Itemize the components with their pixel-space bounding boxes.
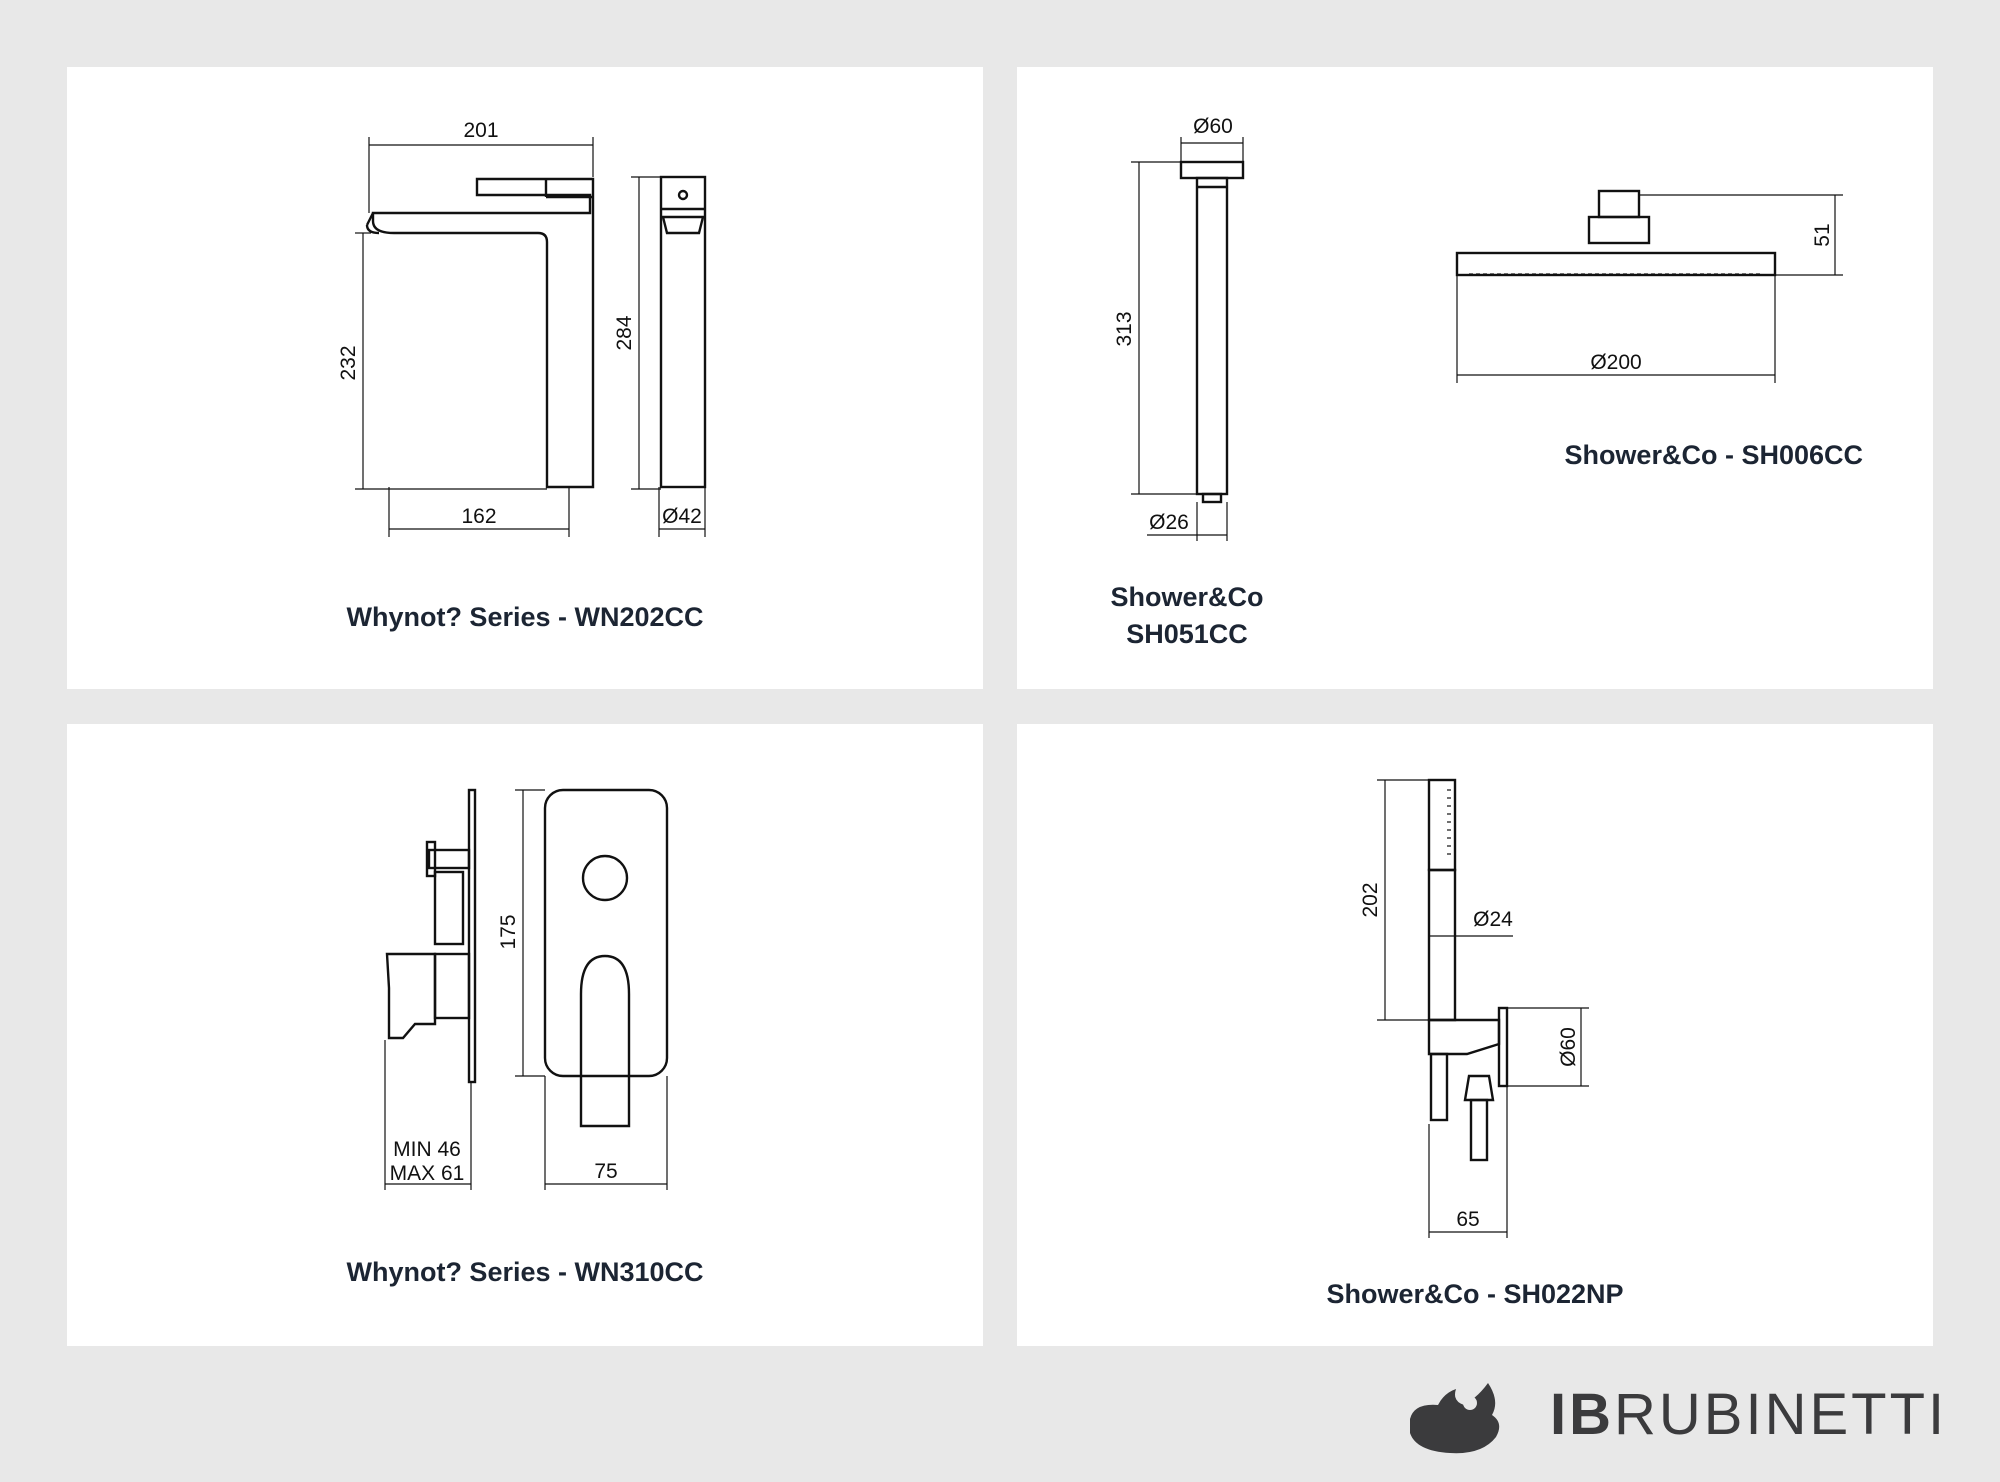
dim-depth-min: MIN 46 <box>393 1138 461 1161</box>
dim-head-dia: Ø200 <box>1590 351 1641 374</box>
dim-arm-length: 313 <box>1113 311 1136 346</box>
dim-head-height: 51 <box>1811 223 1834 246</box>
dim-height: 232 <box>337 345 360 380</box>
brand-logo: IBRUBINETTI <box>1400 1375 1960 1455</box>
product-card-wn310cc: 175 75 MIN 46 MAX 61 Whynot? Series - WN… <box>67 724 983 1346</box>
dim-arm-dia: Ø26 <box>1149 511 1189 534</box>
brand-name-bold: IB <box>1550 1382 1614 1447</box>
brand-wordmark: IBRUBINETTI <box>1550 1381 1947 1448</box>
dim-total-height: 284 <box>613 315 636 350</box>
product-card-sh022np: 202 Ø24 Ø60 65 Shower&Co - SH022NP <box>1017 724 1933 1346</box>
wn202cc-technical-drawing: 201 232 284 162 Ø42 <box>337 119 707 537</box>
dim-projection: 65 <box>1456 1208 1479 1231</box>
product-caption: Whynot? Series - WN202CC <box>346 602 704 632</box>
droplet-logo-icon <box>1410 1383 1500 1454</box>
product-card-shower: Ø60 313 Ø26 51 Ø200 Shower&Co - SH006CC … <box>1017 67 1933 689</box>
product-caption: Shower&Co - SH022NP <box>1326 1279 1624 1309</box>
dim-bracket-dia: Ø60 <box>1557 1027 1580 1067</box>
dim-width-top: 201 <box>463 119 498 142</box>
brand-name-rest: RUBINETTI <box>1614 1382 1948 1447</box>
dim-flange-dia: Ø60 <box>1193 115 1233 138</box>
product-card-wn202cc: 201 232 284 162 Ø42 Whynot? Series - WN2… <box>67 67 983 689</box>
product-caption-arm-line1: Shower&Co <box>1110 582 1264 612</box>
sh022np-technical-drawing: 202 Ø24 Ø60 65 <box>1359 778 1589 1238</box>
dim-handset-length: 202 <box>1359 882 1382 917</box>
dim-handset-dia: Ø24 <box>1473 908 1513 931</box>
dim-plate-height: 175 <box>497 914 520 949</box>
product-caption-head: Shower&Co - SH006CC <box>1564 440 1863 470</box>
dim-base-dia: Ø42 <box>662 505 702 528</box>
shower-technical-drawing: Ø60 313 Ø26 51 Ø200 <box>1113 115 1843 541</box>
wn310cc-technical-drawing: 175 75 MIN 46 MAX 61 <box>384 788 669 1190</box>
product-caption: Whynot? Series - WN310CC <box>346 1257 704 1287</box>
dim-reach: 162 <box>461 505 496 528</box>
dim-plate-width: 75 <box>594 1160 617 1183</box>
product-caption-arm-line2: SH051CC <box>1126 619 1248 649</box>
dim-depth-max: MAX 61 <box>390 1162 465 1185</box>
